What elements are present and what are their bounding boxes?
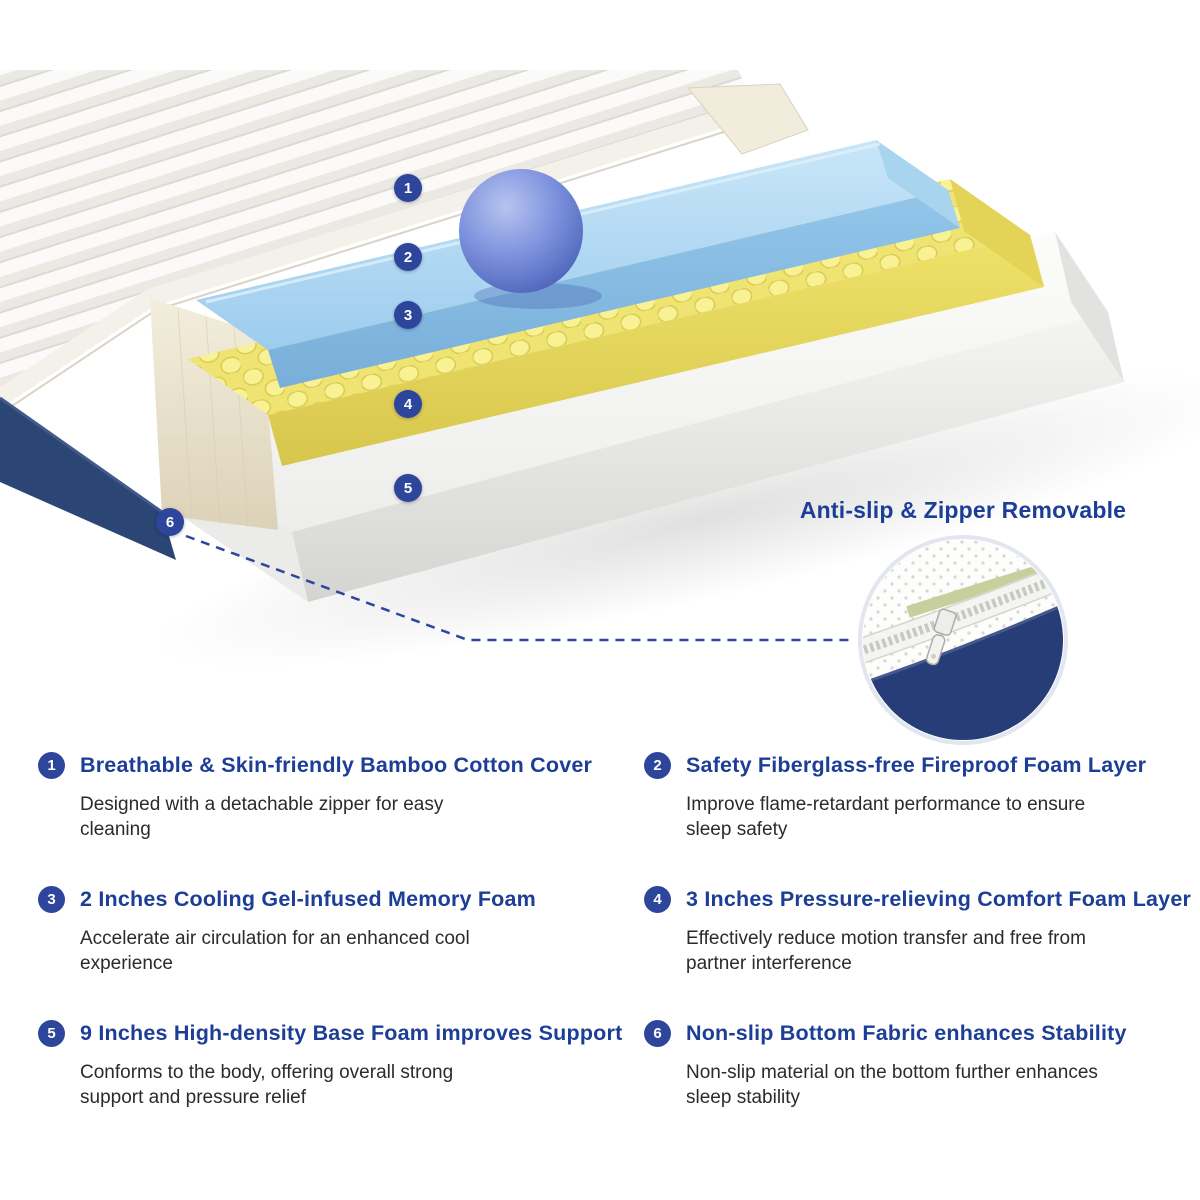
feature-title: Safety Fiberglass-free Fireproof Foam La… [686, 753, 1147, 777]
feature-number-badge: 6 [644, 1020, 671, 1048]
feature-item-5: 5 9 Inches High-density Base Foam improv… [38, 1020, 622, 1110]
feature-number-badge: 1 [38, 752, 65, 779]
leader-dashed-line [185, 534, 850, 642]
feature-title: Breathable & Skin-friendly Bamboo Cotton… [80, 753, 593, 777]
zipper-teeth [863, 571, 1063, 657]
zipper-pull [925, 608, 957, 666]
callout-badge-1: 1 [394, 174, 422, 202]
feature-title: Non-slip Bottom Fabric enhances Stabilit… [686, 1021, 1127, 1046]
feature-number-badge: 5 [38, 1020, 65, 1048]
pressure-ball [459, 169, 602, 309]
feature-item-1: 1 Breathable & Skin-friendly Bamboo Cott… [38, 752, 616, 842]
feature-list: 1 Breathable & Skin-friendly Bamboo Cott… [38, 752, 1198, 1110]
feature-description: Effectively reduce motion transfer and f… [686, 928, 1086, 975]
callout-badge-3: 3 [394, 301, 422, 329]
feature-description: Conforms to the body, offering overall s… [80, 1062, 454, 1109]
feature-description: Designed with a detachable zipper for ea… [80, 794, 444, 841]
feature-title: 9 Inches High-density Base Foam improves… [80, 1021, 623, 1046]
feature-description: Accelerate air circulation for an enhanc… [80, 928, 470, 975]
inset-title: Anti-slip & Zipper Removable [799, 497, 1127, 523]
feature-description: Non-slip material on the bottom further … [686, 1062, 1098, 1109]
feature-item-2: 2 Safety Fiberglass-free Fireproof Foam … [644, 752, 1200, 842]
callout-badge-5: 5 [394, 474, 422, 502]
feature-item-3: 3 2 Inches Cooling Gel-infused Memory Fo… [38, 886, 616, 976]
feature-item-6: 6 Non-slip Bottom Fabric enhances Stabil… [644, 1020, 1200, 1110]
callout-badge-6: 6 [156, 508, 184, 536]
feature-title: 2 Inches Cooling Gel-infused Memory Foam [80, 887, 536, 912]
callout-badge-4: 4 [394, 390, 422, 418]
feature-number-badge: 4 [644, 886, 671, 914]
mattress-illustration [0, 70, 1200, 745]
inset-navy-fabric [863, 604, 1063, 740]
cover-folded-flap [686, 83, 809, 155]
bottom-fabric [0, 396, 176, 560]
zipper-inset [858, 535, 1068, 745]
feature-title: 3 Inches Pressure-relieving Comfort Foam… [686, 887, 1192, 912]
mattress-shadow [154, 371, 1200, 669]
callout-badge-2: 2 [394, 243, 422, 271]
feature-item-4: 4 3 Inches Pressure-relieving Comfort Fo… [644, 886, 1200, 976]
feature-description: Improve flame-retardant performance to e… [686, 794, 1086, 841]
feature-number-badge: 2 [644, 752, 671, 779]
feature-number-badge: 3 [38, 886, 65, 914]
